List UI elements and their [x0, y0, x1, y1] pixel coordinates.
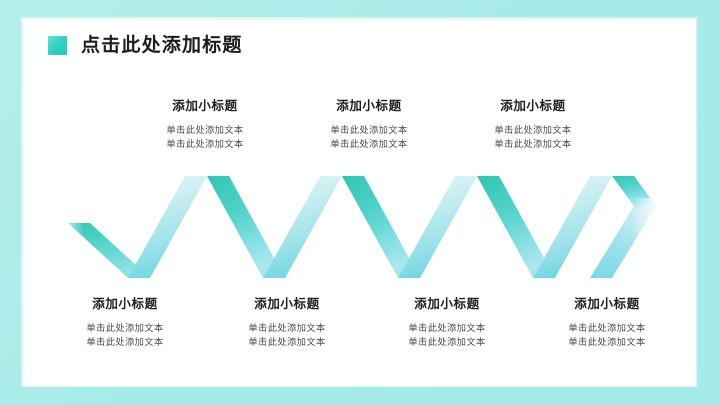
block-body: 单击此处添加文本 单击此处添加文本 — [212, 321, 362, 350]
block-body-line: 单击此处添加文本 — [568, 337, 646, 348]
block-title: 添加小标题 — [172, 99, 238, 113]
bottom-block-1[interactable]: 添加小标题 单击此处添加文本 单击此处添加文本 — [50, 297, 200, 350]
block-body-line: 单击此处添加文本 — [166, 124, 244, 135]
block-body-line: 单击此处添加文本 — [408, 322, 486, 333]
top-block-3[interactable]: 添加小标题 单击此处添加文本 单击此处添加文本 — [458, 99, 608, 152]
block-body-line: 单击此处添加文本 — [568, 322, 646, 333]
block-body: 单击此处添加文本 单击此处添加文本 — [372, 321, 522, 350]
block-title: 添加小标题 — [574, 297, 640, 311]
block-title: 添加小标题 — [336, 99, 402, 113]
block-title: 添加小标题 — [414, 297, 480, 311]
block-title: 添加小标题 — [254, 297, 320, 311]
block-body-line: 单击此处添加文本 — [248, 337, 326, 348]
block-body-line: 单击此处添加文本 — [166, 139, 244, 150]
block-body-line: 单击此处添加文本 — [86, 337, 164, 348]
block-body-line: 单击此处添加文本 — [494, 124, 572, 135]
page-title: 点击此处添加标题 — [81, 35, 243, 56]
block-body: 单击此处添加文本 单击此处添加文本 — [294, 123, 444, 152]
block-body: 单击此处添加文本 单击此处添加文本 — [458, 123, 608, 152]
bottom-block-4[interactable]: 添加小标题 单击此处添加文本 单击此处添加文本 — [532, 297, 682, 350]
block-body-line: 单击此处添加文本 — [248, 322, 326, 333]
bottom-block-2[interactable]: 添加小标题 单击此处添加文本 单击此处添加文本 — [212, 297, 362, 350]
block-body-line: 单击此处添加文本 — [408, 337, 486, 348]
top-block-1[interactable]: 添加小标题 单击此处添加文本 单击此处添加文本 — [130, 99, 280, 152]
slide-title-row: 点击此处添加标题 — [48, 36, 243, 55]
block-body-line: 单击此处添加文本 — [330, 139, 408, 150]
bottom-block-3[interactable]: 添加小标题 单击此处添加文本 单击此处添加文本 — [372, 297, 522, 350]
block-body: 单击此处添加文本 单击此处添加文本 — [532, 321, 682, 350]
block-body: 单击此处添加文本 单击此处添加文本 — [50, 321, 200, 350]
slide-card: 点击此处添加标题 — [22, 18, 698, 388]
block-title: 添加小标题 — [92, 297, 158, 311]
block-body-line: 单击此处添加文本 — [494, 139, 572, 150]
block-body-line: 单击此处添加文本 — [86, 322, 164, 333]
block-title: 添加小标题 — [500, 99, 566, 113]
square-marker-icon — [48, 36, 67, 55]
block-body-line: 单击此处添加文本 — [330, 124, 408, 135]
top-block-2[interactable]: 添加小标题 单击此处添加文本 单击此处添加文本 — [294, 99, 444, 152]
block-body: 单击此处添加文本 单击此处添加文本 — [130, 123, 280, 152]
